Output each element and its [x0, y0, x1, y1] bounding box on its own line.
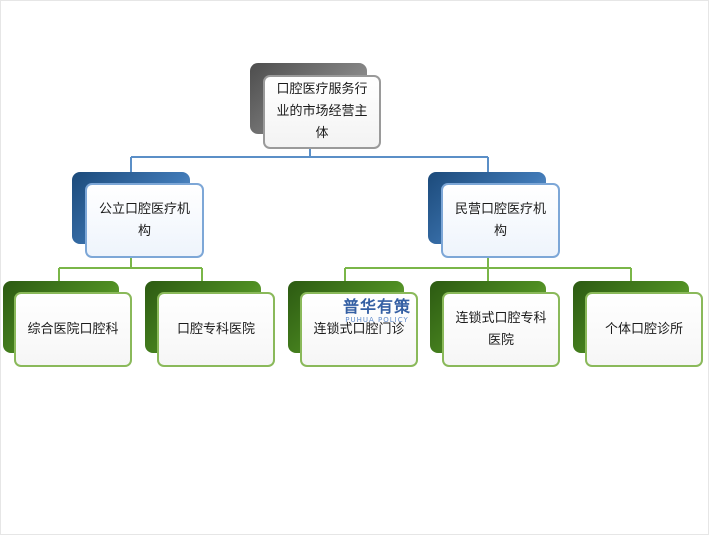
leaf-node-box: 个体口腔诊所	[585, 292, 703, 367]
leaf-node-label: 口腔专科医院	[176, 321, 255, 337]
leaf-node-chain-specialty-hospital: 连锁式口腔专科医院	[430, 281, 560, 367]
leaf-node-box: 连锁式口腔门诊	[300, 292, 418, 367]
branch-node-public: 公立口腔医疗机构	[72, 172, 204, 258]
leaf-node-label: 连锁式口腔专科医院	[455, 310, 547, 348]
branch-node-public-box: 公立口腔医疗机构	[85, 183, 204, 258]
branch-node-public-label: 公立口腔医疗机构	[98, 201, 190, 239]
leaf-node-box: 口腔专科医院	[157, 292, 275, 367]
root-node-box: 口腔医疗服务行业的市场经营主体	[263, 75, 381, 149]
leaf-node-specialty-hospital: 口腔专科医院	[145, 281, 275, 367]
branch-node-private-box: 民营口腔医疗机构	[441, 183, 560, 258]
root-node: 口腔医疗服务行业的市场经营主体	[250, 63, 381, 149]
root-node-label: 口腔医疗服务行业的市场经营主体	[276, 82, 368, 141]
leaf-node-label: 连锁式口腔门诊	[313, 321, 405, 337]
leaf-node-label: 综合医院口腔科	[27, 321, 119, 337]
leaf-node-label: 个体口腔诊所	[604, 321, 683, 337]
leaf-node-box: 综合医院口腔科	[14, 292, 132, 367]
leaf-node-box: 连锁式口腔专科医院	[442, 292, 560, 367]
branch-node-private-label: 民营口腔医疗机构	[454, 201, 546, 239]
leaf-node-general-hospital-dept: 综合医院口腔科	[3, 281, 132, 367]
leaf-node-private-clinic: 个体口腔诊所	[573, 281, 703, 367]
branch-node-private: 民营口腔医疗机构	[428, 172, 560, 258]
leaf-node-chain-clinic: 连锁式口腔门诊	[288, 281, 418, 367]
